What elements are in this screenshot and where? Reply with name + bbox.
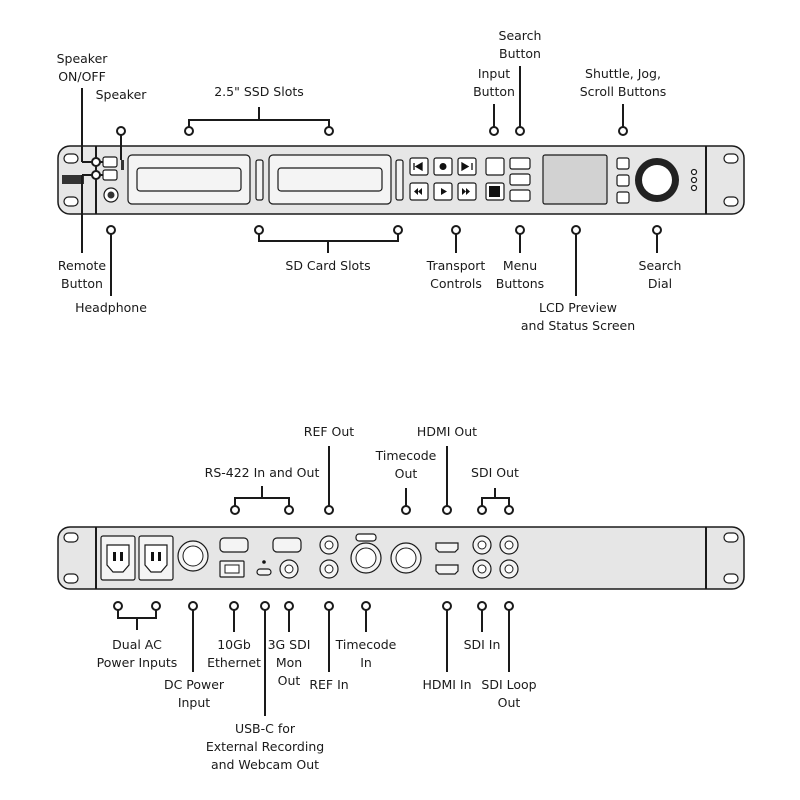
usb-c-port <box>256 568 272 576</box>
label-hdmi-in: HDMI In <box>422 677 472 692</box>
label-transport-controls: Transport Controls <box>426 258 486 291</box>
label-input-button: Input Button <box>473 66 515 99</box>
front-callouts <box>81 66 662 296</box>
shuttle-button[interactable] <box>616 157 630 170</box>
hdmi-out-port <box>435 542 459 553</box>
speaker-onoff-button[interactable] <box>102 156 118 168</box>
label-menu-buttons: Menu Buttons <box>495 258 545 291</box>
front-panel <box>57 145 745 215</box>
rs422-out-port <box>272 537 302 553</box>
search-button[interactable] <box>509 157 531 170</box>
remote-button[interactable] <box>102 169 118 181</box>
label-shuttle-jog-scroll: Shuttle, Jog, Scroll Buttons <box>579 66 667 99</box>
ssd-slot-2 <box>268 154 392 205</box>
label-headphone: Headphone <box>75 300 147 315</box>
scroll-button[interactable] <box>616 191 630 204</box>
speaker-grille <box>121 160 124 170</box>
hdmi-in-port <box>435 564 459 575</box>
label-lcd-preview: LCD Preview and Status Screen <box>520 300 636 333</box>
label-timecode-in: Timecode In <box>335 637 397 670</box>
label-remote-button: Remote Button <box>57 258 107 291</box>
label-sd-card-slots: SD Card Slots <box>285 258 371 273</box>
label-sdi-mon-out: 3G SDI Mon Out <box>267 637 311 688</box>
ac-power-input-1 <box>100 535 136 581</box>
label-ref-in: REF In <box>309 677 349 692</box>
label-timecode-out: Timecode Out <box>375 448 437 481</box>
label-dual-ac: Dual AC Power Inputs <box>96 637 178 670</box>
rear-panel <box>57 526 745 590</box>
label-sdi-loop-out: SDI Loop Out <box>481 677 537 710</box>
rs422-in-port <box>219 537 249 553</box>
input-button[interactable] <box>485 157 505 176</box>
sd-card-slot-1 <box>255 159 264 201</box>
label-rs422: RS-422 In and Out <box>204 465 320 480</box>
label-dc-power: DC Power Input <box>163 677 225 710</box>
label-ethernet: 10Gb Ethernet <box>207 637 261 670</box>
label-speaker: Speaker <box>95 87 147 102</box>
sd-card-slot-2 <box>395 159 404 201</box>
label-search-button: Search Button <box>498 28 542 61</box>
label-sdi-out: SDI Out <box>471 465 519 480</box>
jog-button[interactable] <box>616 174 630 187</box>
label-sdi-in: SDI In <box>463 637 501 652</box>
label-search-dial: Search Dial <box>638 258 682 291</box>
lcd-screen <box>542 154 608 205</box>
menu-button[interactable] <box>509 173 531 186</box>
label-speaker-onoff: Speaker ON/OFF <box>56 51 108 84</box>
ssd-slot-1 <box>127 154 251 205</box>
rear-callouts <box>113 446 514 716</box>
label-ref-out: REF Out <box>303 424 355 439</box>
transport-controls[interactable] <box>409 157 505 201</box>
label-ssd-slots: 2.5" SSD Slots <box>214 84 304 99</box>
label-hdmi-out: HDMI Out <box>416 424 478 439</box>
set-button[interactable] <box>509 189 531 202</box>
ac-power-input-2 <box>138 535 174 581</box>
label-usb-c: USB-C for External Recording and Webcam … <box>205 721 325 772</box>
